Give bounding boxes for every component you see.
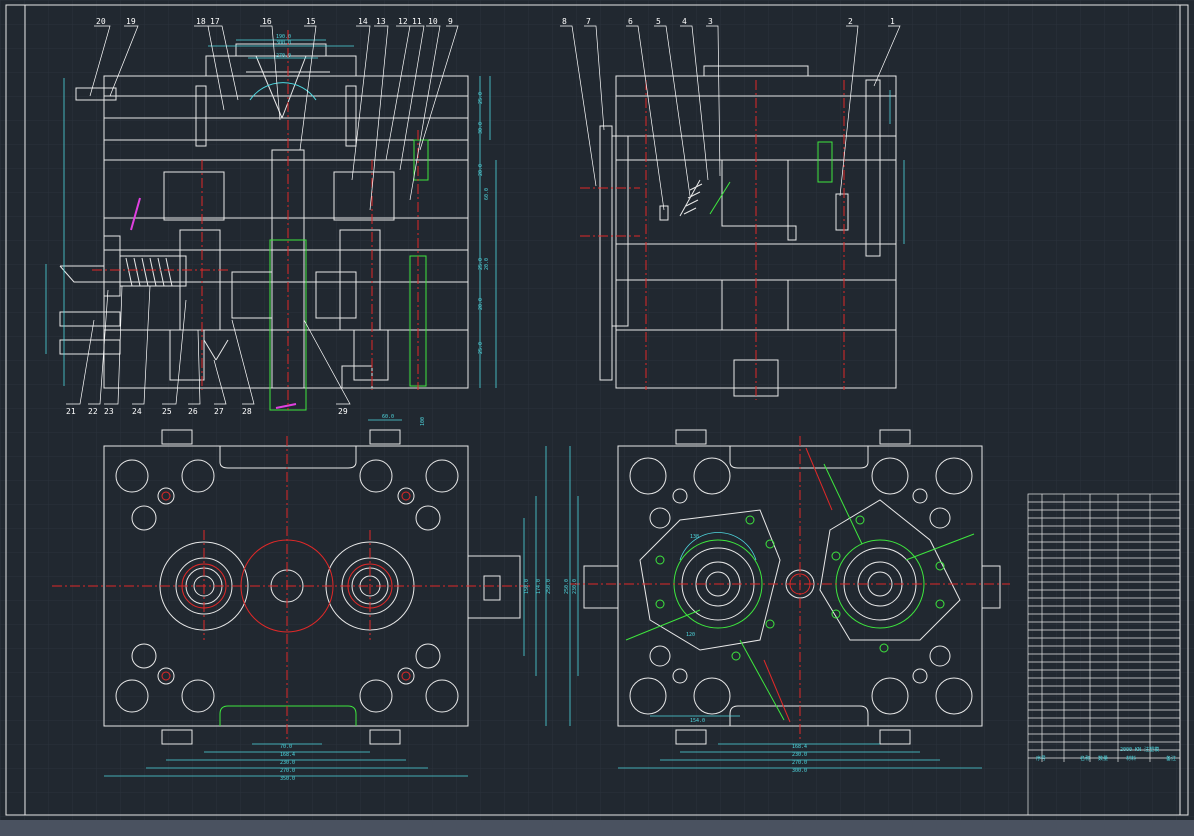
svg-text:25.0: 25.0 [478, 92, 484, 104]
svg-text:250.0: 250.0 [564, 579, 570, 594]
svg-text:60.0: 60.0 [382, 414, 394, 420]
svg-text:100: 100 [420, 417, 426, 426]
side-spring [683, 183, 703, 215]
leaders-side-top [560, 25, 901, 211]
svg-text:名称: 名称 [1080, 755, 1090, 762]
svg-text:20: 20 [96, 17, 106, 26]
svg-text:24: 24 [132, 407, 142, 416]
svg-text:备注: 备注 [1166, 755, 1176, 762]
plan-left-dimensions [104, 419, 547, 777]
svg-text:350.0: 350.0 [280, 776, 295, 782]
front-dim-labels: 300.0 190.0 270.0 [276, 34, 291, 59]
svg-text:60.0: 60.0 [484, 188, 490, 200]
svg-text:230.0: 230.0 [792, 752, 807, 758]
svg-text:300.0: 300.0 [276, 40, 291, 46]
svg-text:14: 14 [358, 17, 368, 26]
front-section-view[interactable] [59, 43, 469, 411]
front-centerlines [92, 30, 419, 410]
svg-text:168.4: 168.4 [792, 744, 807, 750]
svg-text:7: 7 [586, 17, 591, 26]
svg-text:18: 18 [196, 17, 206, 26]
drawing-frame [5, 4, 1189, 816]
front-side-dim-labels: 25.0 30.0 20.0 60.0 25.0 20.0 20.0 25.0 [478, 92, 490, 354]
svg-text:230.0: 230.0 [280, 760, 295, 766]
svg-text:120: 120 [686, 632, 695, 638]
svg-text:70.0: 70.0 [280, 744, 292, 750]
svg-text:270.0: 270.0 [280, 768, 295, 774]
svg-text:19: 19 [126, 17, 136, 26]
side-centerlines [580, 80, 845, 400]
svg-text:25: 25 [162, 407, 172, 416]
svg-text:190.0: 190.0 [276, 34, 291, 40]
front-springs [125, 257, 173, 287]
svg-text:数量: 数量 [1098, 755, 1108, 762]
svg-text:2: 2 [848, 17, 853, 26]
plan-view-right[interactable] [583, 429, 1001, 745]
svg-text:20.0: 20.0 [478, 298, 484, 310]
plan-left-dim-labels: 70.0 168.4 230.0 270.0 350.0 150.0 174.0… [280, 414, 552, 782]
svg-text:8: 8 [562, 17, 567, 26]
svg-text:12: 12 [398, 17, 408, 26]
title-block-text: 2000 KN 注塑模 [1120, 746, 1159, 753]
plan-right-red [570, 436, 1010, 740]
status-bar [0, 820, 1194, 836]
leaders-front-bottom [66, 285, 351, 405]
title-block-footer: 序号 名称 数量 材料 备注 [1036, 755, 1176, 762]
svg-text:17: 17 [210, 17, 220, 26]
svg-text:22: 22 [88, 407, 98, 416]
balloons-front-bottom: 21 22 23 24 25 26 27 28 29 [66, 407, 348, 416]
svg-text:20.0: 20.0 [478, 164, 484, 176]
svg-text:25.0: 25.0 [478, 258, 484, 270]
svg-text:5: 5 [656, 17, 661, 26]
svg-text:23: 23 [104, 407, 114, 416]
leaders-front-top [89, 25, 459, 211]
plan-right-dimensions [569, 446, 982, 769]
svg-text:15: 15 [306, 17, 316, 26]
svg-text:25.0: 25.0 [478, 342, 484, 354]
plan-left-centerlines [52, 436, 530, 740]
svg-text:6: 6 [628, 17, 633, 26]
svg-text:11: 11 [412, 17, 422, 26]
svg-text:序号: 序号 [1036, 755, 1046, 762]
svg-text:300.0: 300.0 [792, 768, 807, 774]
balloons-side-top: 8 7 6 5 4 3 2 1 [562, 17, 895, 26]
svg-text:26: 26 [188, 407, 198, 416]
balloons-front-top: 20 19 18 17 16 15 14 13 12 11 10 9 [96, 17, 453, 26]
svg-text:27: 27 [214, 407, 224, 416]
svg-text:13: 13 [376, 17, 386, 26]
svg-text:4: 4 [682, 17, 687, 26]
svg-text:28: 28 [242, 407, 252, 416]
svg-text:2000 KN 注塑模: 2000 KN 注塑模 [1120, 746, 1159, 753]
svg-text:材料: 材料 [1126, 755, 1136, 762]
svg-text:138: 138 [690, 534, 699, 540]
side-dimensions [889, 90, 905, 244]
svg-text:20.0: 20.0 [484, 258, 490, 270]
svg-text:21: 21 [66, 407, 76, 416]
svg-text:30.0: 30.0 [478, 122, 484, 134]
svg-text:10: 10 [428, 17, 438, 26]
plan-view-left[interactable] [103, 429, 521, 745]
svg-text:168.4: 168.4 [280, 752, 295, 758]
svg-text:154.0: 154.0 [690, 718, 705, 724]
plan-right-dim-labels: 168.4 230.0 270.0 300.0 230.0 250.0 154.… [564, 534, 807, 774]
svg-text:1: 1 [890, 17, 895, 26]
svg-text:3: 3 [708, 17, 713, 26]
svg-text:250.0: 250.0 [546, 579, 552, 594]
svg-text:150.0: 150.0 [524, 579, 530, 594]
svg-text:270.0: 270.0 [792, 760, 807, 766]
svg-text:270.0: 270.0 [276, 53, 291, 59]
svg-text:29: 29 [338, 407, 348, 416]
svg-text:16: 16 [262, 17, 272, 26]
svg-text:9: 9 [448, 17, 453, 26]
svg-text:174.0: 174.0 [536, 579, 542, 594]
title-block [1027, 493, 1181, 816]
front-dimensions [45, 39, 497, 388]
svg-text:230.0: 230.0 [572, 579, 578, 594]
